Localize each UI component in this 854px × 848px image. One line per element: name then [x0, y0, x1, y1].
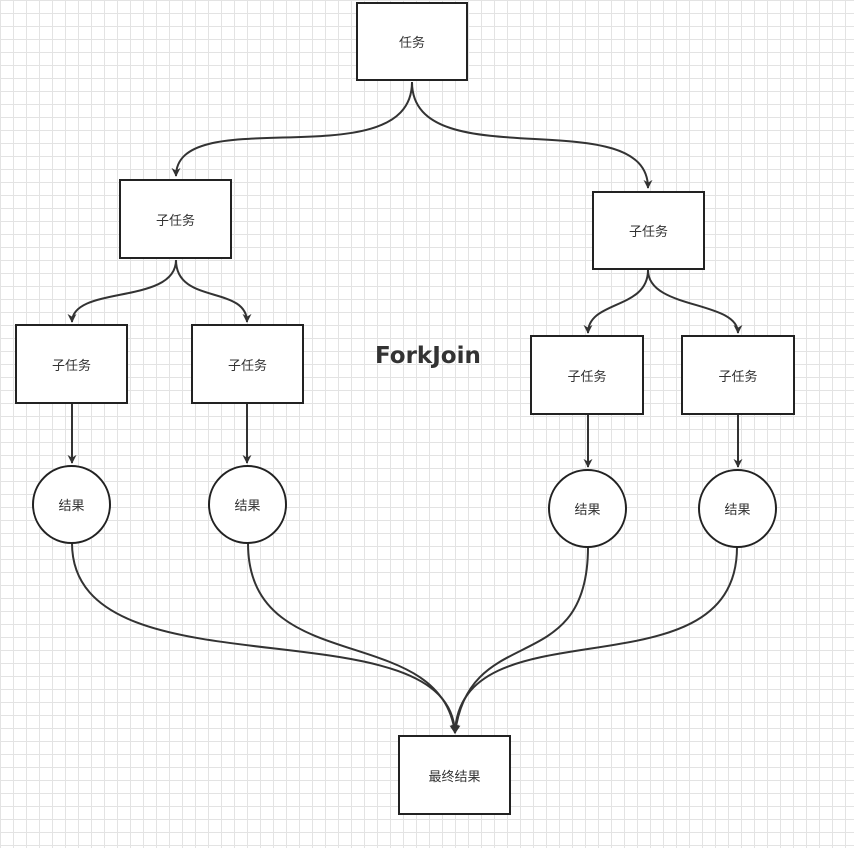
result-circle-3: 结果 [548, 469, 627, 548]
diagram-title: ForkJoin [375, 343, 481, 369]
result-circle-4: 结果 [698, 469, 777, 548]
subtask-node-left: 子任务 [119, 179, 232, 259]
edge-root-to-right-sub [411, 81, 653, 189]
subtask-node-right-right: 子任务 [681, 335, 795, 415]
task-node: 任务 [356, 2, 468, 81]
edge-result-4-to-final [450, 546, 738, 734]
subtask-node-right: 子任务 [592, 191, 705, 270]
final-result-node: 最终结果 [398, 735, 511, 815]
result-circle-2: 结果 [208, 465, 287, 544]
edge-result-2-to-final [247, 542, 459, 734]
subtask-node-left-left: 子任务 [15, 324, 128, 404]
edge-result-3-to-final [451, 546, 589, 734]
edge-right-sub-to-right-right [647, 269, 743, 334]
result-circle-1: 结果 [32, 465, 111, 544]
edge-left-sub-to-left-left [67, 259, 177, 323]
edge-right-sub-to-right-left [583, 269, 649, 334]
subtask-node-right-left: 子任务 [530, 335, 644, 415]
edge-root-to-left-sub [171, 81, 413, 177]
edge-result-1-to-final [71, 542, 460, 734]
edge-left-sub-to-left-right [175, 259, 252, 323]
subtask-node-left-right: 子任务 [191, 324, 304, 404]
